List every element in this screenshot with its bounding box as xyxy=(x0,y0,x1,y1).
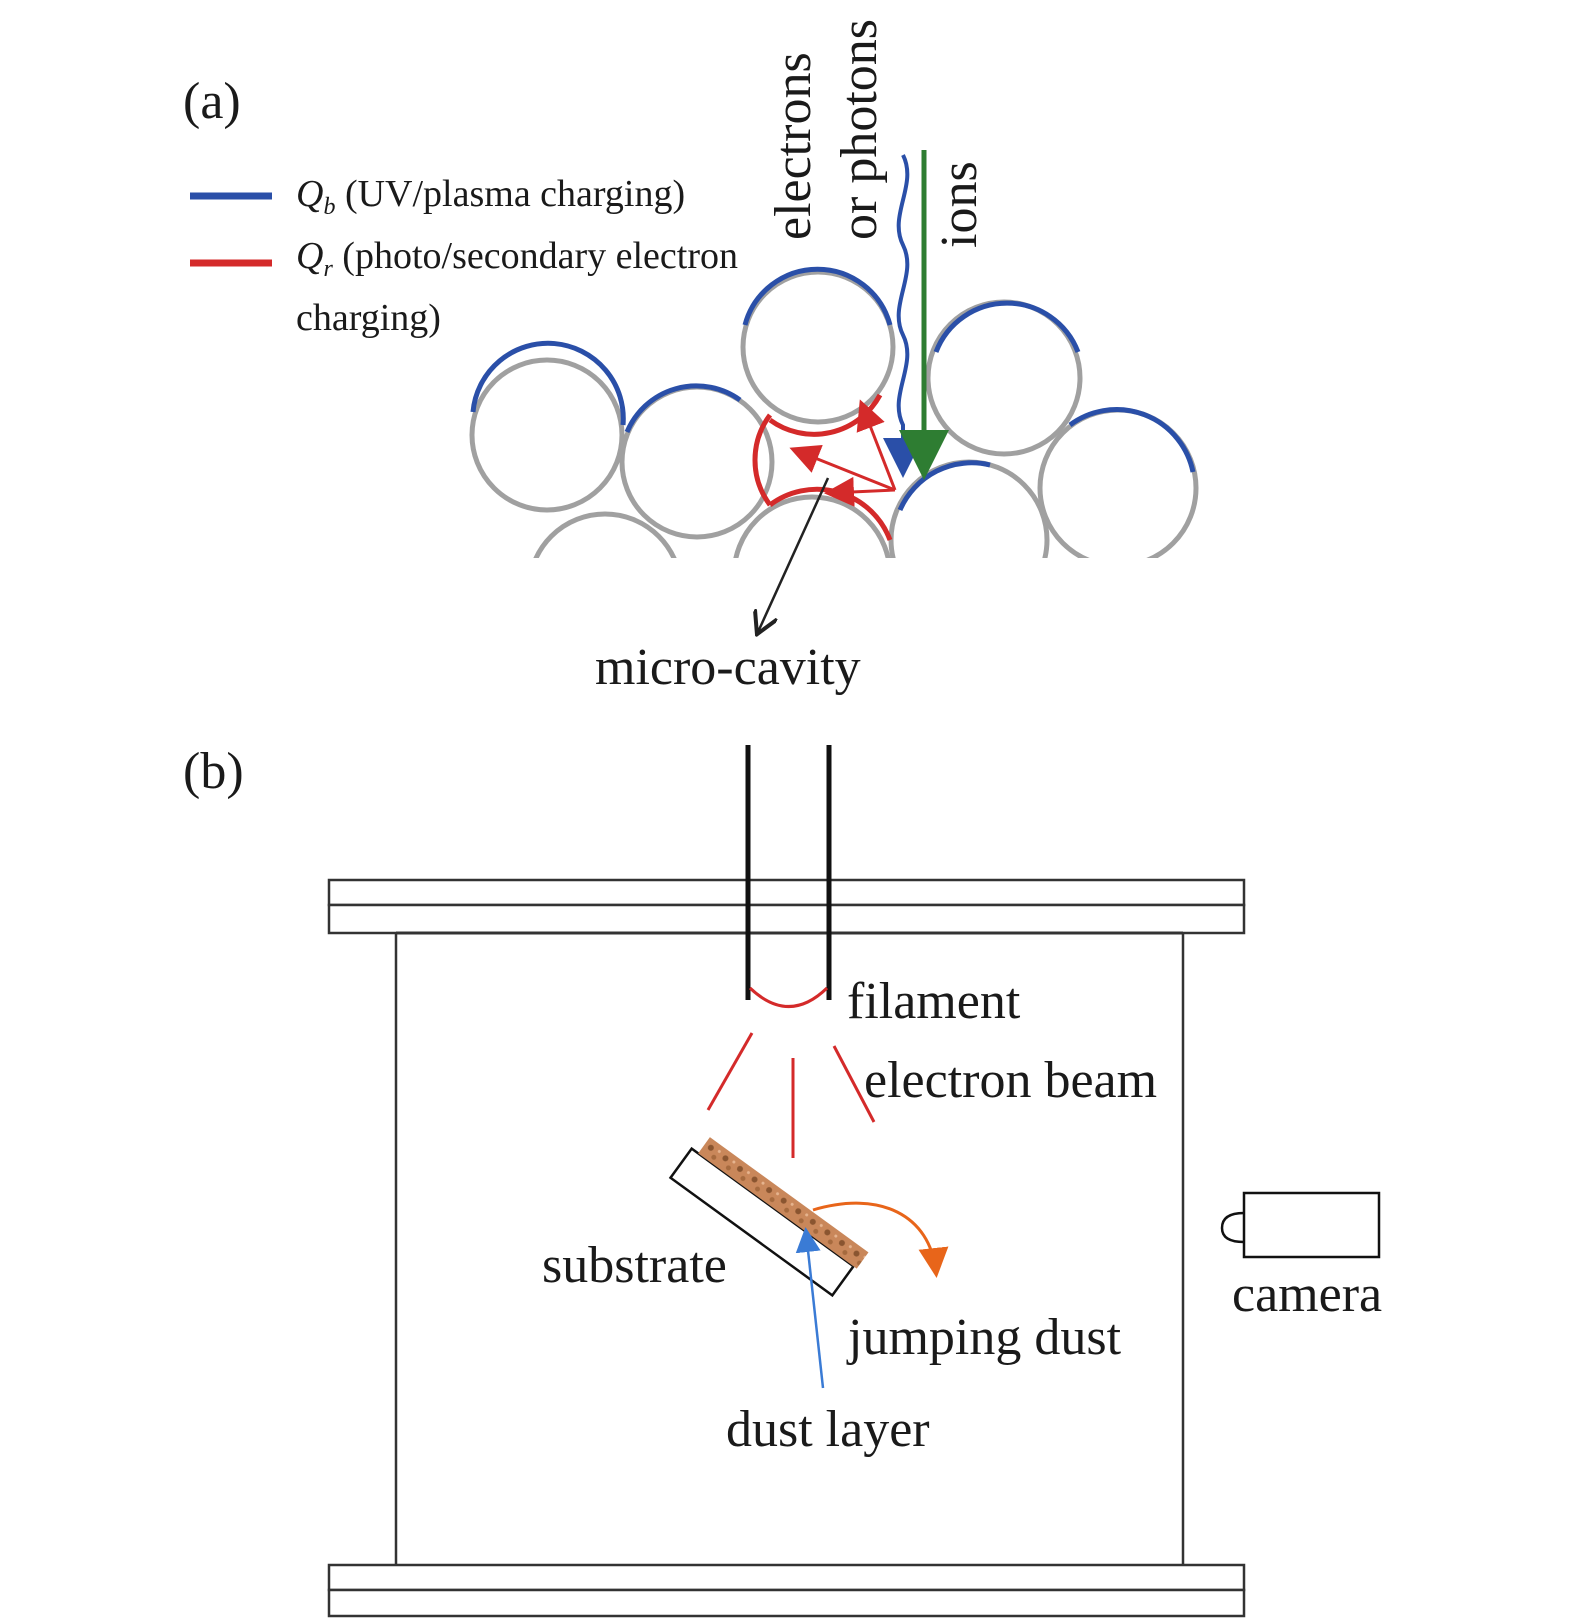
legend: Qb (UV/plasma charging) Qr (photo/second… xyxy=(190,173,738,339)
substrate-label: substrate xyxy=(542,1237,727,1294)
jumping-dust-label: jumping dust xyxy=(846,1309,1122,1366)
legend-qr-label: Qr (photo/secondary electron xyxy=(296,235,738,282)
grain-3 xyxy=(740,269,896,425)
camera-body xyxy=(1242,1191,1381,1259)
qb-arc-6 xyxy=(1068,407,1196,473)
bottom-plate-1 xyxy=(327,1563,1246,1592)
electron-beam xyxy=(706,1032,876,1158)
qb-arc-4 xyxy=(933,300,1081,353)
grain-bottom-2 xyxy=(733,494,891,558)
legend-qb-label: Qb (UV/plasma charging) xyxy=(296,173,685,220)
jumping-dust-arrow xyxy=(812,1201,949,1278)
filament-wire xyxy=(748,986,829,1008)
qb-arcs xyxy=(470,266,1196,511)
top-plate-1 xyxy=(327,878,1246,907)
legend-qr-label-cont: charging) xyxy=(296,297,441,339)
dust-layer-label: dust layer xyxy=(726,1401,930,1458)
filament-feedthrough xyxy=(745,745,832,1000)
qb-arc-1 xyxy=(470,340,626,426)
electron-photon-arrow xyxy=(883,154,923,478)
grain-packing xyxy=(469,266,1199,558)
micro-cavity-pointer xyxy=(758,477,830,632)
qb-arc-2 xyxy=(624,383,742,433)
beam-line-left xyxy=(706,1032,754,1111)
qb-arc-3 xyxy=(742,266,893,326)
dust-layer xyxy=(698,1137,869,1269)
label-or-photons: or photons xyxy=(831,19,888,240)
camera-icon xyxy=(1220,1191,1381,1259)
qr-arcs xyxy=(752,393,893,541)
camera-label: camera xyxy=(1232,1266,1382,1323)
filament-label: filament xyxy=(847,973,1021,1030)
camera-lens xyxy=(1220,1211,1245,1244)
reemit-arrow-2 xyxy=(789,444,896,492)
chamber xyxy=(394,931,1185,1565)
top-plate-2 xyxy=(327,903,1246,935)
beam-line-right xyxy=(832,1045,876,1123)
electron-beam-label: electron beam xyxy=(864,1052,1157,1109)
top-flange xyxy=(327,878,1246,935)
bottom-plate-2 xyxy=(327,1588,1246,1618)
qr-arc-1 xyxy=(752,413,773,507)
panel-a-label: (a) xyxy=(183,73,241,130)
reemit-arrow-3 xyxy=(824,476,896,507)
grain-1 xyxy=(469,357,625,513)
label-electrons: electrons xyxy=(765,52,822,240)
grain-bottom-1 xyxy=(533,511,677,558)
bottom-flange xyxy=(327,1563,1246,1618)
qb-arc-5 xyxy=(897,460,991,511)
micro-cavity-label: micro-cavity xyxy=(595,639,861,696)
panel-b-label: (b) xyxy=(183,743,244,800)
label-ions: ions xyxy=(931,161,988,248)
dust-layer-pointer xyxy=(795,1227,825,1389)
